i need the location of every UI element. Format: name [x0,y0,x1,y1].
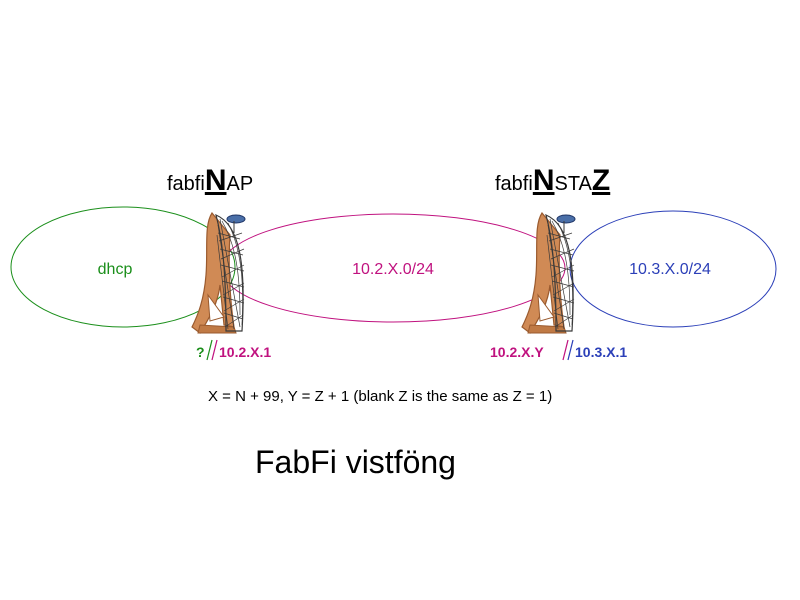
diagram-title: FabFi vistföng [255,444,456,480]
middle-network-label: 10.2.X.0/24 [352,261,434,278]
ap-node-label: fabfiNAP [167,164,253,197]
sta-right-interface-label: 10.3.X.1 [575,344,627,360]
addressing-formula: X = N + 99, Y = Z + 1 (blank Z is the sa… [208,388,552,405]
right-network-label: 10.3.X.0/24 [629,261,711,278]
sta-left-interface-label: 10.2.X.Y [490,344,544,360]
dhcp-network-label: dhcp [98,261,133,278]
ap-left-interface-label: ? [196,344,205,360]
sta-antenna-icon [521,212,576,334]
ap-right-interface-label: 10.2.X.1 [219,344,271,360]
dhcp-network-ellipse [10,206,236,328]
sta-interface-divider-magenta [562,339,569,361]
sta-interface-divider-blue [567,339,574,361]
sta-node-label: fabfiNSTAZ [495,164,610,197]
right-network-ellipse [569,210,777,328]
ap-interface-divider-green [206,339,213,361]
ap-interface-divider-magenta [211,339,218,361]
ap-antenna-icon [191,212,246,334]
